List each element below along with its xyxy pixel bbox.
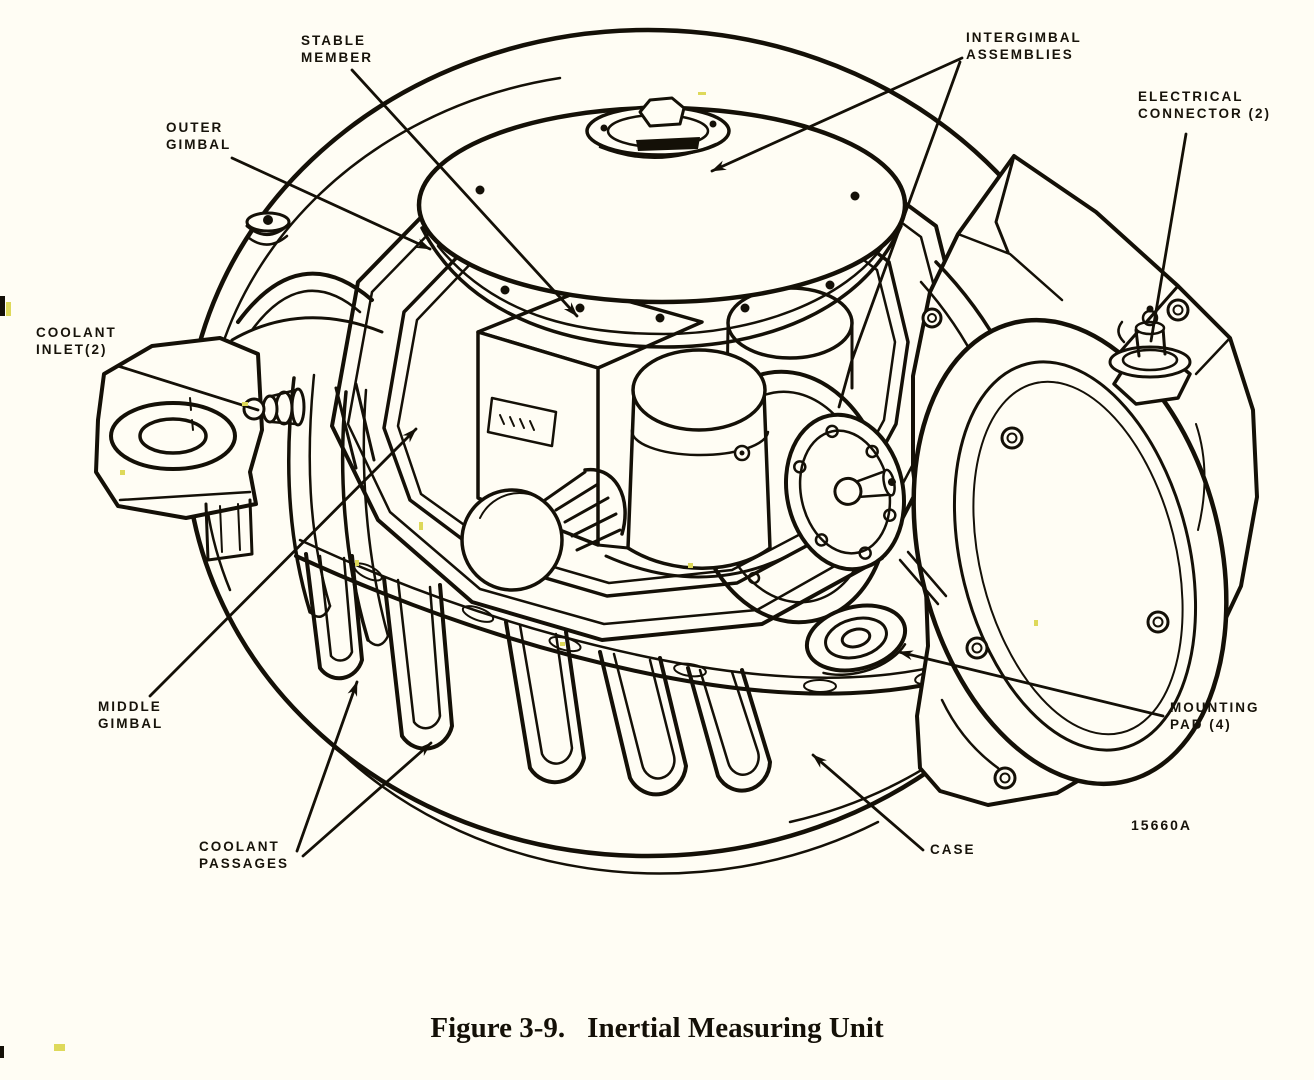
callout-intergimbal-assemblies: INTERGIMBAL ASSEMBLIES — [966, 30, 1082, 62]
figure-caption-number: Figure 3-9. — [430, 1012, 566, 1044]
callout-case: CASE — [930, 842, 976, 857]
callout-coolant-inlet: COOLANT INLET(2) — [36, 325, 117, 357]
callout-mounting-pad: MOUNTING PAD (4) — [1170, 700, 1260, 732]
top-cover-plate — [416, 96, 908, 349]
callout-outer-gimbal: OUTER GIMBAL — [166, 120, 232, 152]
callout-coolant-passages: COOLANT PASSAGES — [199, 839, 290, 871]
drawing-number: 15660A — [1131, 817, 1193, 833]
rim-bolt-bosses — [921, 298, 1190, 790]
callout-middle-gimbal: MIDDLE GIMBAL — [98, 699, 164, 731]
leader-lines — [116, 56, 1188, 858]
scan-artifacts — [0, 92, 1038, 1058]
callout-electrical-connector: ELECTRICAL CONNECTOR (2) — [1138, 89, 1272, 121]
ribbed-gyro-drum — [460, 467, 627, 592]
figure-caption: Figure 3-9. Inertial Measuring Unit — [0, 1012, 1314, 1045]
detail-lines — [596, 543, 948, 606]
mounting-pad-boss — [804, 603, 908, 677]
electrical-connector-fitting — [1108, 305, 1192, 406]
left-mounting-lug — [94, 211, 384, 562]
coolant-inlet-fitting — [242, 387, 306, 427]
callout-stable-member: STABLE MEMBER — [301, 33, 373, 65]
intergimbal-assembly-disc — [783, 412, 907, 572]
figure-caption-title: Inertial Measuring Unit — [587, 1012, 884, 1044]
gyro-cylinders — [604, 286, 854, 579]
